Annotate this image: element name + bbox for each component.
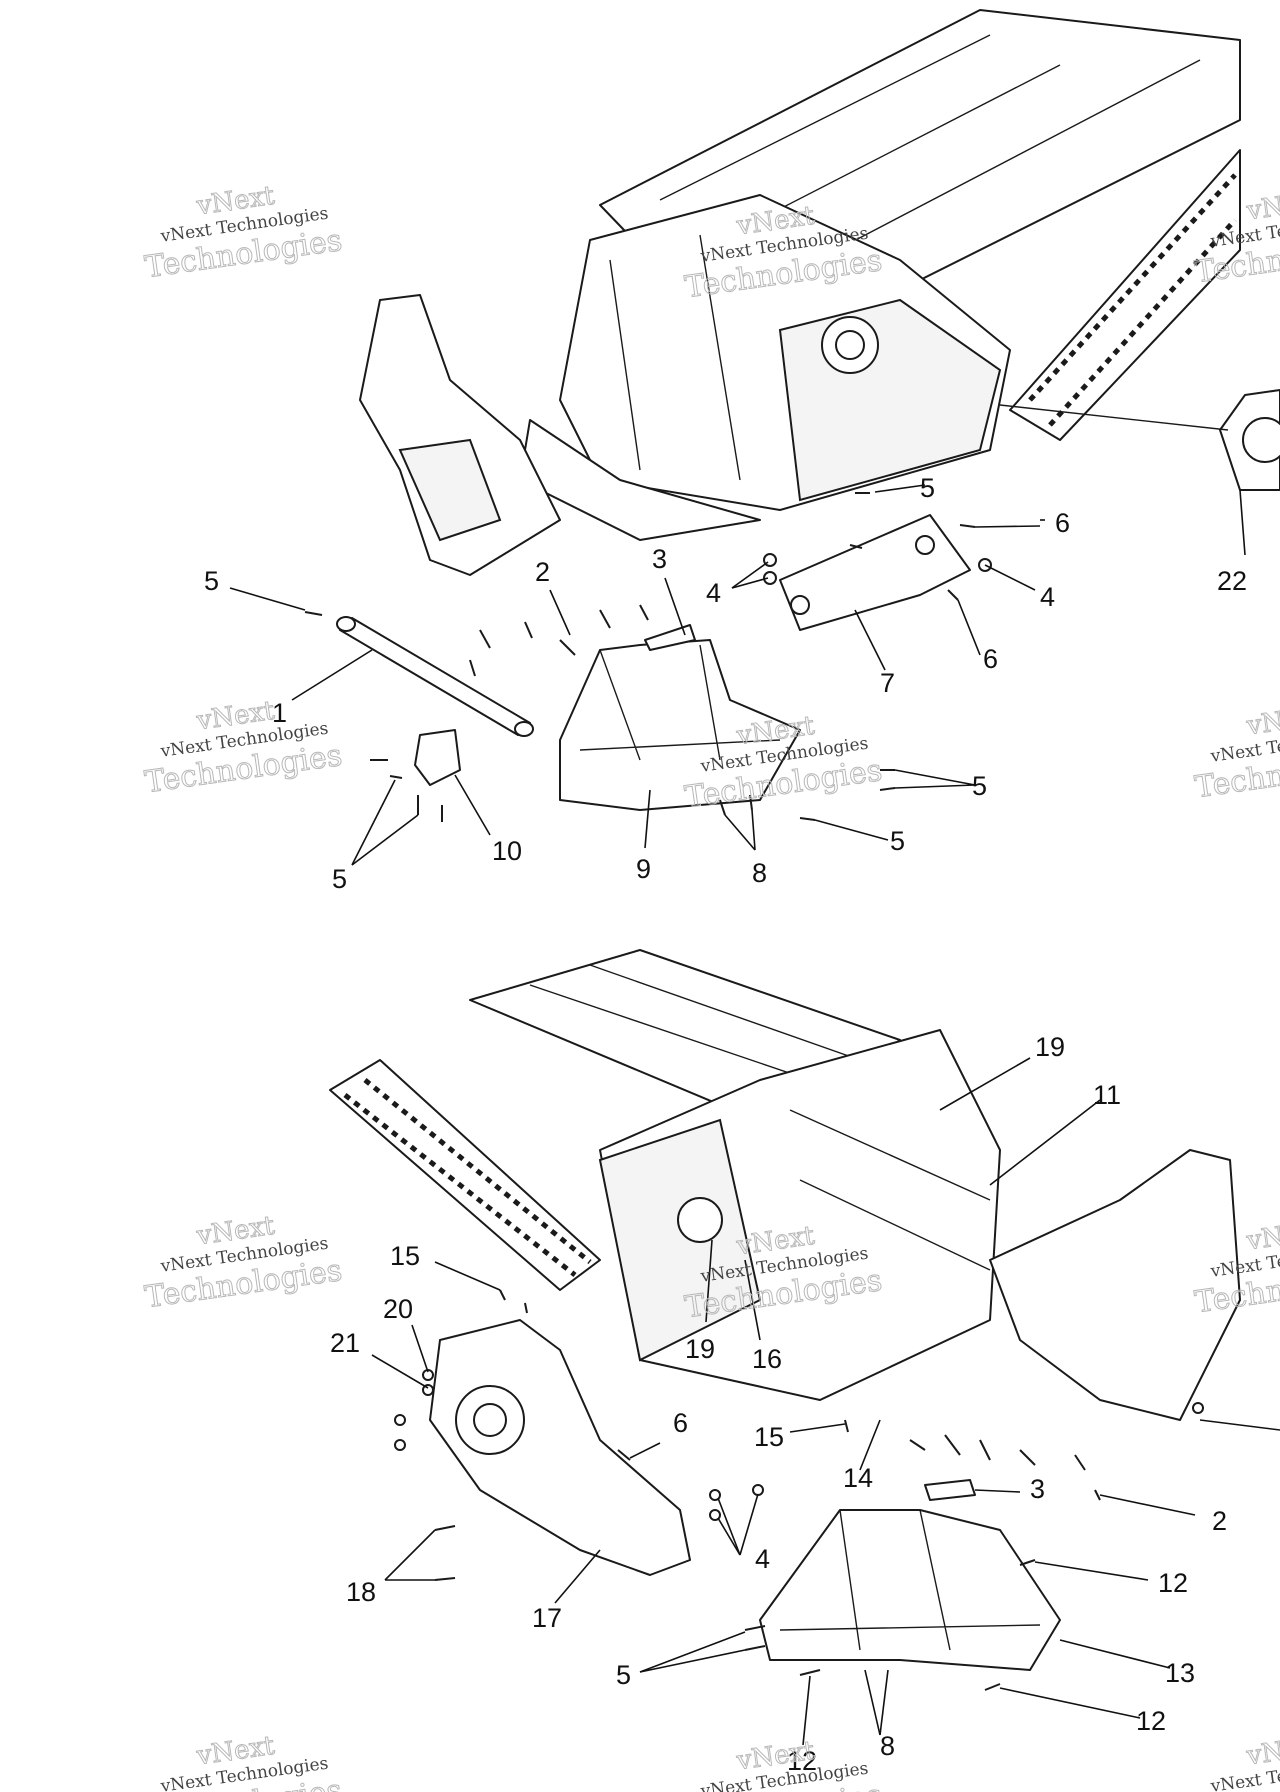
callout-21: 21 (330, 1328, 360, 1358)
callout-19: 19 (1035, 1032, 1065, 1062)
front-bulkhead-mount (559, 639, 801, 811)
callout-12: 12 (787, 1746, 817, 1776)
callout-4: 4 (755, 1544, 770, 1574)
callout-16: 16 (752, 1344, 782, 1374)
callout-14: 14 (843, 1463, 873, 1493)
top-assembly (229, 9, 1280, 866)
bottom-assembly (329, 949, 1280, 1746)
svg-text:vNext: vNext (1244, 701, 1280, 742)
leaders-top (229, 484, 1246, 866)
callout-4: 4 (706, 578, 721, 608)
watermark: vNext vNext Technologies Technologies (1192, 700, 1280, 805)
callout-1: 1 (272, 698, 287, 728)
callout-15: 15 (754, 1422, 784, 1452)
plate-3-bottom (924, 1479, 976, 1501)
callout-22: 22 (1217, 566, 1247, 596)
callout-6: 6 (983, 644, 998, 674)
svg-text:vNext: vNext (1244, 1216, 1280, 1257)
svg-text:vNext: vNext (1244, 1731, 1280, 1772)
rail-ladder-bottom (329, 1059, 601, 1291)
plate-3-top (644, 624, 696, 651)
callout-11: 11 (1093, 1080, 1121, 1110)
watermark: vNext vNext Technologies Technologies (142, 180, 344, 285)
svg-text:vNext: vNext (1244, 186, 1280, 227)
bulkhead-side-plate-bottom (598, 1118, 762, 1362)
callout-18: 18 (346, 1577, 376, 1607)
rail-ladder-top (1009, 149, 1241, 441)
front-bulkhead-mount-bottom (759, 1509, 1061, 1671)
callout-5: 5 (920, 473, 935, 503)
drive-case (429, 1319, 691, 1576)
callout-8: 8 (880, 1731, 895, 1761)
callout-12: 12 (1136, 1706, 1166, 1736)
callout-5: 5 (972, 771, 987, 801)
callout-19: 19 (685, 1334, 715, 1364)
callout-2: 2 (1212, 1506, 1227, 1536)
callout-4: 4 (1040, 582, 1055, 612)
bolts-top (304, 492, 992, 822)
callout-3: 3 (1030, 1474, 1045, 1504)
bolts-bottom (394, 1289, 1204, 1691)
callout-5: 5 (616, 1660, 631, 1690)
watermark: vNext vNext Technologies Technologies (682, 1735, 884, 1792)
watermark: vNext vNext Technologies Technologies (142, 1210, 344, 1315)
callout-3: 3 (652, 544, 667, 574)
callout-10: 10 (492, 836, 522, 866)
front-suspension-left (359, 294, 561, 576)
callout-5: 5 (332, 864, 347, 894)
callout-17: 17 (532, 1603, 562, 1633)
callout-6: 6 (673, 1408, 688, 1438)
callout-5: 5 (890, 826, 905, 856)
callout-6: 6 (1055, 508, 1070, 538)
callout-8: 8 (752, 858, 767, 888)
cross-tube (336, 616, 534, 737)
watermark: vNext vNext Technologies Technologies (1192, 1730, 1280, 1792)
brace-7 (779, 514, 971, 631)
callout-12: 12 (1158, 1568, 1188, 1598)
leaders-bottom (371, 1057, 1280, 1746)
callout-2: 2 (535, 557, 550, 587)
watermark: vNext vNext Technologies Technologies (142, 1730, 344, 1792)
callout-7: 7 (880, 668, 895, 698)
callout-13: 13 (1165, 1658, 1195, 1688)
callouts: 1 2 3 4 4 5 5 5 5 5 6 6 7 8 9 10 22 19 1… (204, 473, 1247, 1776)
callout-9: 9 (636, 854, 651, 884)
callout-15: 15 (390, 1241, 420, 1271)
callout-5: 5 (204, 566, 219, 596)
watermark: vNext vNext Technologies Technologies (142, 695, 344, 800)
front-suspension-right (989, 1149, 1241, 1421)
callout-20: 20 (383, 1294, 413, 1324)
bracket-10 (414, 729, 461, 786)
